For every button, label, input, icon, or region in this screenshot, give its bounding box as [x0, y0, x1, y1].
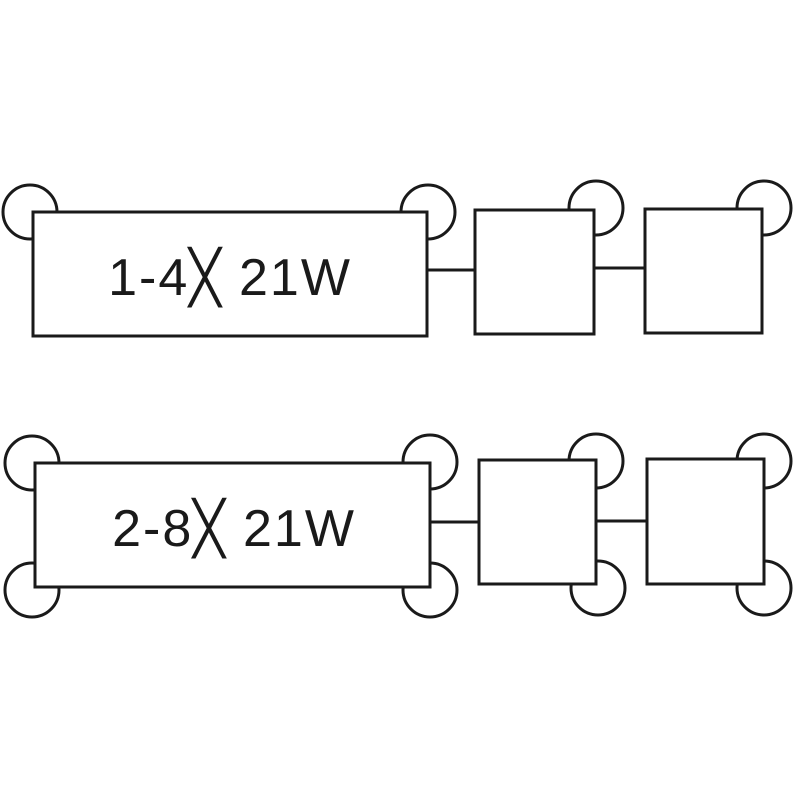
- module-box: [643, 207, 764, 335]
- module-box: [645, 457, 766, 586]
- main-unit-box: [31, 210, 429, 338]
- main-unit-box: [33, 461, 432, 589]
- row-1: 1-4╳ 21W: [1, 179, 793, 338]
- load-rating-label: 1-4╳ 21W: [108, 246, 352, 308]
- row-2: 2-8╳ 21W: [3, 432, 793, 619]
- load-rating-label: 2-8╳ 21W: [112, 497, 356, 559]
- module-box: [473, 208, 596, 336]
- module-box: [477, 458, 598, 586]
